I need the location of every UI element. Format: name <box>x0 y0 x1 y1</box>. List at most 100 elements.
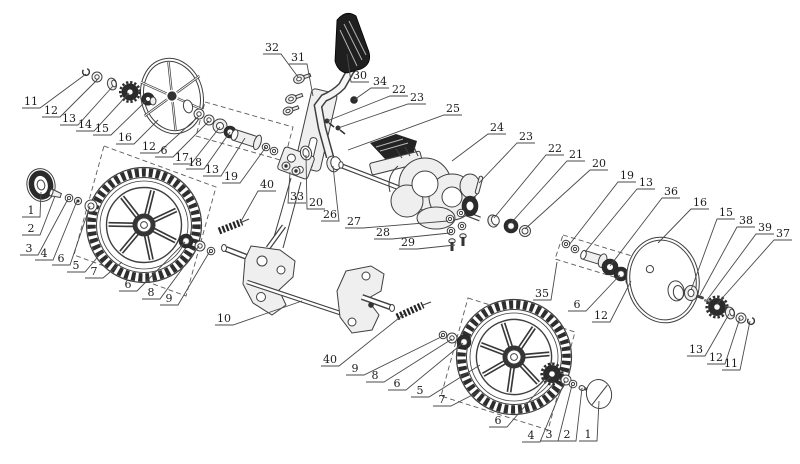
callout-number: 31 <box>291 51 305 64</box>
callout-35: 35 <box>533 261 558 301</box>
callout-9: 9 <box>160 250 211 306</box>
callout-number: 15 <box>95 122 109 135</box>
bottom-wheel-hardware <box>438 330 613 409</box>
callout-19: 19 <box>222 146 267 184</box>
callout-number: 8 <box>148 286 155 299</box>
washer-3 <box>64 193 74 203</box>
callout-15: 15 <box>93 99 148 136</box>
callout-number: 16 <box>118 131 132 144</box>
callout-number: 40 <box>323 353 337 366</box>
hub-shaft-assembly <box>193 108 279 156</box>
callout-40: 40 <box>321 313 405 367</box>
callout-1: 1 <box>22 191 42 218</box>
callout-7: 7 <box>433 390 481 407</box>
spring-bottom <box>395 301 432 321</box>
callout-number: 24 <box>490 121 504 134</box>
callout-number: 18 <box>188 156 202 169</box>
callout-19: 19 <box>568 169 636 246</box>
callout-number: 12 <box>142 140 156 153</box>
bearing-6 <box>84 199 98 213</box>
callout-6: 6 <box>155 120 210 158</box>
callout-number: 32 <box>265 41 279 54</box>
callout-9: 9 <box>346 335 444 376</box>
callout-number: 13 <box>689 343 703 356</box>
bolt-32b <box>285 92 304 104</box>
callout-number: 30 <box>353 69 367 82</box>
callout-number: 23 <box>410 91 424 104</box>
callout-number: 6 <box>125 278 132 291</box>
callout-4: 4 <box>522 380 566 443</box>
callout-13: 13 <box>203 137 246 177</box>
callout-number: 19 <box>620 169 634 182</box>
bearing-21 <box>503 218 519 234</box>
callout-6: 6 <box>568 274 621 312</box>
callout-33: 33 <box>287 171 306 204</box>
callout-13: 13 <box>584 176 655 253</box>
callout-2: 2 <box>558 387 583 442</box>
axle-right-hardware <box>474 175 531 237</box>
washer-3b <box>568 379 578 389</box>
callout-16: 16 <box>657 196 709 244</box>
callout-17: 17 <box>173 126 221 165</box>
callout-number: 40 <box>260 178 274 191</box>
callout-number: 20 <box>592 157 606 170</box>
callout-12: 12 <box>140 115 200 154</box>
callout-7: 7 <box>85 261 123 279</box>
callout-5: 5 <box>67 251 103 273</box>
key-39 <box>703 298 711 304</box>
callout-number: 27 <box>347 215 361 228</box>
callout-20: 20 <box>524 157 608 230</box>
ring-20b <box>519 225 531 237</box>
callout-number: 12 <box>44 104 58 117</box>
callout-number: 6 <box>574 298 581 311</box>
callout-22: 22 <box>493 142 564 219</box>
callout-number: 13 <box>205 163 219 176</box>
hub-cap-back-1 <box>26 168 56 202</box>
callout-number: 34 <box>373 75 387 88</box>
callout-6: 6 <box>489 375 552 428</box>
callout-number: 11 <box>724 357 738 370</box>
callout-22: 22 <box>326 83 408 122</box>
callout-21: 21 <box>510 148 585 224</box>
callout-12: 12 <box>42 78 99 118</box>
callout-number: 10 <box>217 312 231 325</box>
callout-number: 7 <box>91 265 98 278</box>
engine-gearbox-24 <box>369 134 481 230</box>
callout-26: 26 <box>321 165 340 222</box>
callout-number: 6 <box>495 414 502 427</box>
right-bracket-plate <box>336 265 385 334</box>
mount-bolt-stacks <box>445 208 467 251</box>
callout-10: 10 <box>215 300 303 326</box>
spring-top <box>217 218 250 235</box>
callout-number: 13 <box>62 112 76 125</box>
callout-38: 38 <box>699 214 755 296</box>
callout-40: 40 <box>239 178 276 224</box>
callout-23: 23 <box>478 130 535 184</box>
callout-13: 13 <box>60 85 114 126</box>
callout-15: 15 <box>690 206 735 291</box>
callout-36: 36 <box>609 185 680 267</box>
callout-2: 2 <box>22 195 56 236</box>
callout-8: 8 <box>142 245 200 300</box>
callout-number: 19 <box>224 170 238 183</box>
pinion-gear-cluster <box>684 285 756 326</box>
callout-number: 11 <box>24 95 38 108</box>
callout-number: 5 <box>73 259 80 272</box>
bolt-32c <box>282 105 300 116</box>
callout-3: 3 <box>20 198 69 256</box>
callout-24: 24 <box>451 121 506 162</box>
nut-4 <box>73 196 83 206</box>
callout-number: 2 <box>564 428 571 441</box>
callout-number: 12 <box>709 351 723 364</box>
callout-12: 12 <box>592 280 632 323</box>
drive-pulley-disc <box>140 57 204 135</box>
callout-6: 6 <box>119 241 186 292</box>
callout-25: 25 <box>347 102 462 151</box>
callout-number: 37 <box>776 227 790 240</box>
callout-number: 3 <box>546 428 553 441</box>
callout-11: 11 <box>722 320 751 371</box>
callout-5: 5 <box>411 364 481 398</box>
callout-14: 14 <box>76 92 130 132</box>
output-shaft-assembly <box>561 239 637 287</box>
